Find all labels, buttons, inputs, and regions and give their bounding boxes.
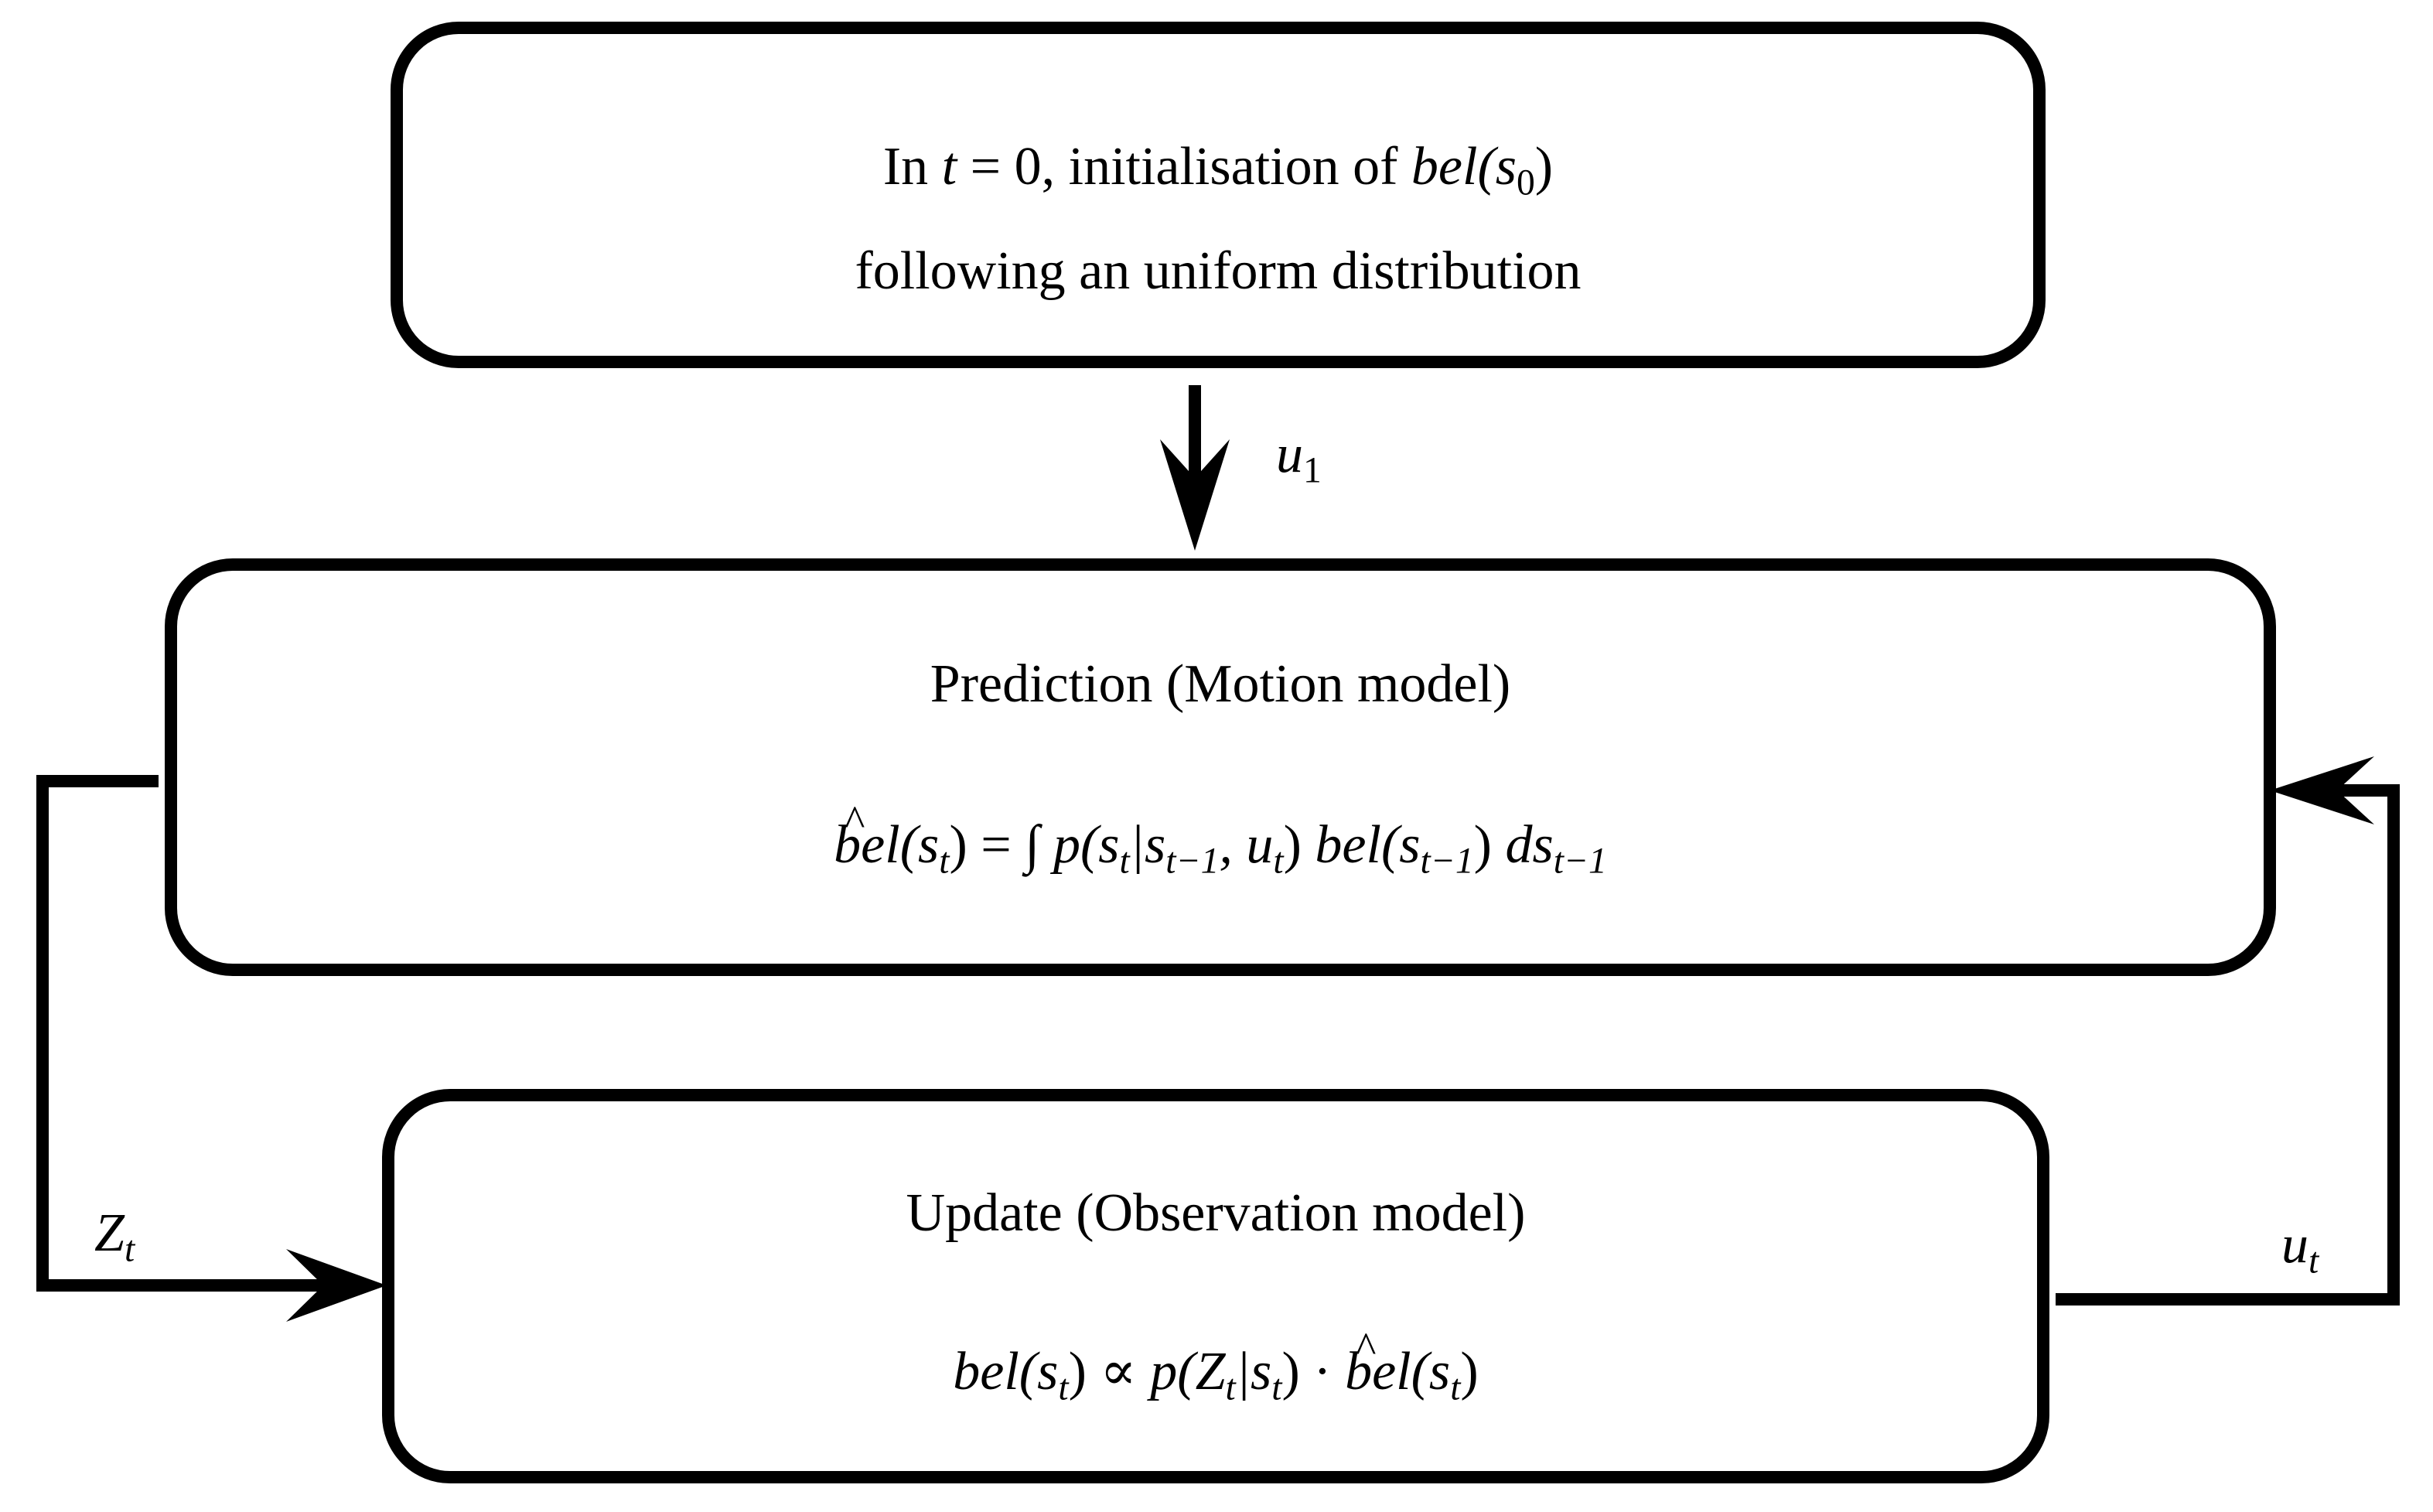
- label-zt: Zt: [94, 1203, 135, 1270]
- prediction-box: Prediction (Motion model) bel(st) = ∫ p(…: [165, 558, 2276, 976]
- label-ut: ut: [2281, 1215, 2319, 1282]
- arrow-update-to-prediction: [2056, 784, 2400, 1306]
- init-line-1: In t = 0, initialisation of bel(s0): [882, 137, 1554, 203]
- update-formula: bel(st) ∝ p(Zt|st) · bel(st): [394, 1313, 2037, 1407]
- arrowhead-right: [286, 1249, 387, 1322]
- arrowhead-left: [2270, 756, 2374, 824]
- update-title: Update (Observation model): [906, 1183, 1526, 1243]
- update-box: Update (Observation model) bel(st) ∝ p(Z…: [382, 1089, 2049, 1483]
- arrow-prediction-to-update: [36, 775, 325, 1292]
- label-u1: u1: [1276, 425, 1322, 491]
- init-line-2: following an uniform distribution: [855, 241, 1582, 301]
- initialisation-box: In t = 0, initialisation of bel(s0) foll…: [391, 22, 2046, 368]
- arrowhead-down: [1160, 439, 1230, 551]
- prediction-title: Prediction (Motion model): [930, 654, 1511, 714]
- prediction-formula: bel(st) = ∫ p(st|st−1, ut) bel(st−1) dst…: [177, 787, 2264, 880]
